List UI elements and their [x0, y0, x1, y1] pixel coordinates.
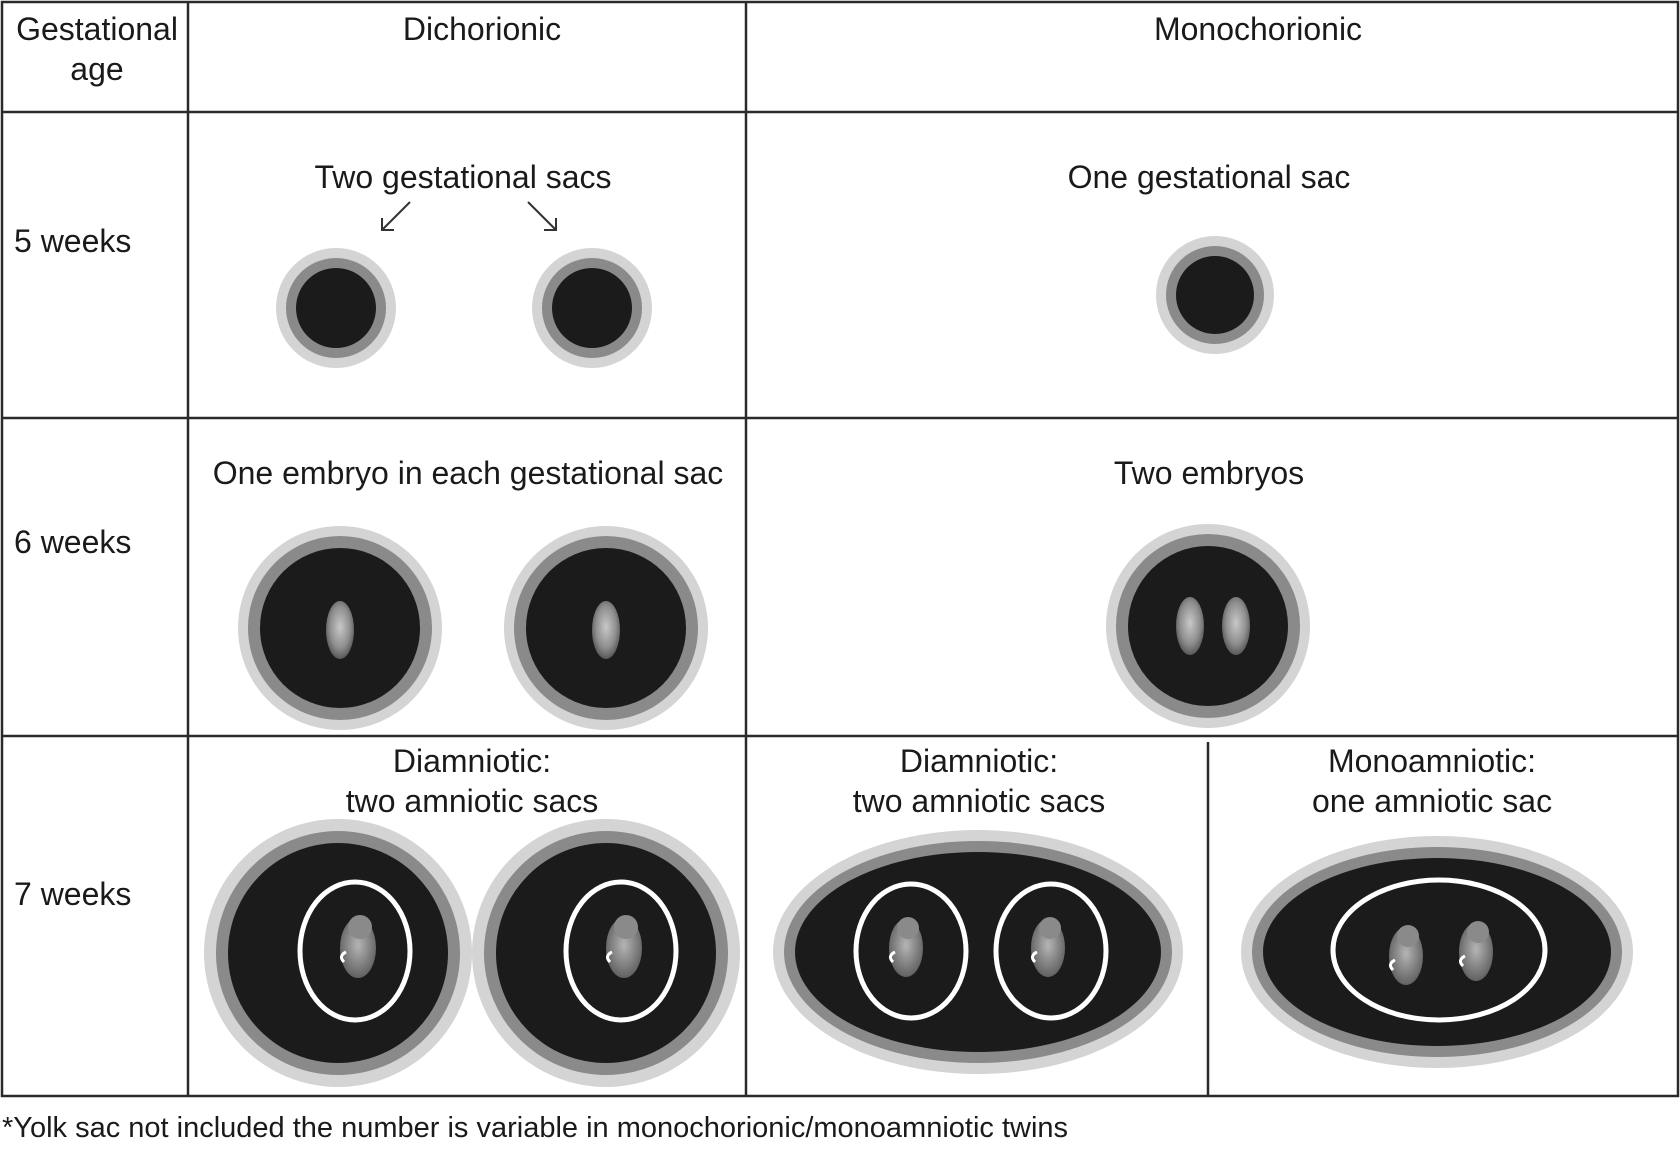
arrow-left-icon [381, 201, 411, 231]
fetus-icon [1388, 925, 1423, 985]
fetus-icon [605, 915, 642, 978]
caption-mono-diamniotic-line1: Diamniotic: [900, 743, 1058, 779]
caption-one-embryo-each-sac: One embryo in each gestational sac [213, 455, 724, 491]
header-age-line2: age [70, 51, 123, 87]
chorionic-sac-7w-right [472, 819, 740, 1087]
embryo-icon [592, 601, 620, 659]
fetus-icon [1030, 917, 1065, 977]
chorionic-sac-7w-mono-mono [1241, 836, 1633, 1068]
row-age-6-weeks: 6 weeks [14, 524, 131, 560]
gestational-sac-6w-mono [1106, 524, 1310, 728]
caption-two-embryos: Two embryos [1114, 455, 1304, 491]
amniotic-sac [563, 879, 679, 1023]
amniotic-sac [853, 881, 969, 1021]
caption-di-diamniotic-line2: two amniotic sacs [346, 783, 599, 819]
gestational-sac-5w-mono [1156, 236, 1274, 354]
header-age-line1: Gestational [16, 11, 178, 47]
arrow-right-icon [527, 201, 557, 231]
caption-di-diamniotic-line1: Diamniotic: [393, 743, 551, 779]
amniotic-sac [1330, 877, 1548, 1023]
caption-mono-diamniotic-line2: two amniotic sacs [853, 783, 1106, 819]
table-grid [0, 0, 1680, 1098]
embryo-icon [1176, 597, 1204, 655]
row-age-7-weeks: 7 weeks [14, 876, 131, 912]
header-monochorionic: Monochorionic [1154, 11, 1362, 47]
chorionic-sac-7w-left [204, 819, 472, 1087]
caption-monoamniotic-line1: Monoamniotic: [1328, 743, 1536, 779]
caption-monoamniotic-line2: one amniotic sac [1312, 783, 1552, 819]
embryo-icon [1222, 597, 1250, 655]
caption-one-gestational-sac: One gestational sac [1068, 159, 1351, 195]
table-border [0, 0, 1680, 1098]
footnote: *Yolk sac not included the number is var… [2, 1112, 1069, 1144]
gestational-sac-5w-right [532, 248, 652, 368]
header-dichorionic: Dichorionic [403, 11, 561, 47]
twin-chorionicity-diagram: Gestational age Dichorionic Monochorioni… [0, 0, 1680, 1098]
amniotic-sac [297, 879, 413, 1023]
chorionic-sac-7w-mono-di [773, 830, 1183, 1074]
row-age-5-weeks: 5 weeks [14, 223, 131, 259]
caption-two-gestational-sacs: Two gestational sacs [314, 159, 611, 195]
fetus-icon [339, 915, 376, 978]
embryo-icon [326, 601, 354, 659]
gestational-sac-6w-left [238, 526, 442, 730]
amniotic-sac [993, 881, 1109, 1021]
fetus-icon [1458, 921, 1493, 981]
gestational-sac-5w-left [276, 248, 396, 368]
gestational-sac-6w-right [504, 526, 708, 730]
fetus-icon [888, 917, 923, 977]
